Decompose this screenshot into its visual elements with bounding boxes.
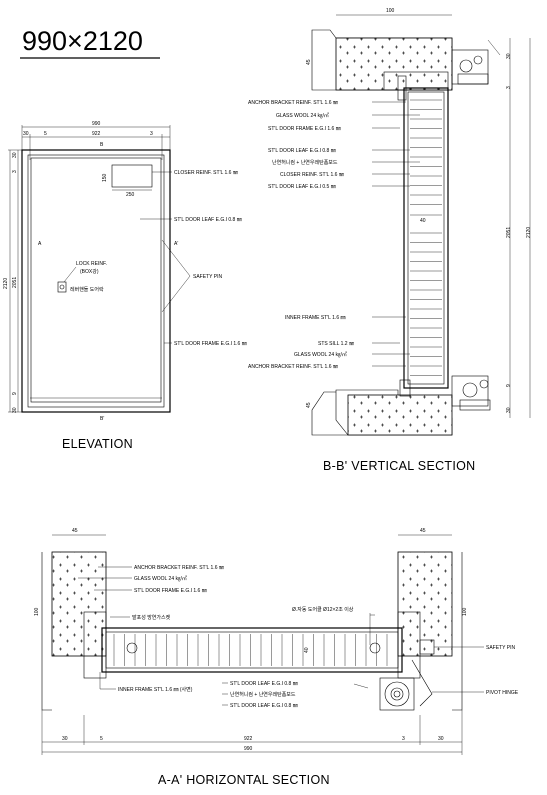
horiz-dim-45-right: 45 [420, 528, 426, 534]
horiz-dim-5: 5 [100, 736, 103, 742]
vert-label-top-0: ANCHOR BRACKET REINF. ST'L 1.6 ㎜ [248, 100, 338, 106]
elevation-caption: ELEVATION [62, 437, 133, 451]
elev-dim-3: 3 [150, 131, 153, 137]
elev-dim-30-top: 30 [12, 152, 18, 158]
elev-mark-b: B [100, 142, 104, 148]
vert-dim-2051: 2051 [506, 227, 512, 238]
horiz-dim-922: 922 [244, 736, 253, 742]
vert-label-top-2: ST'L DOOR FRAME E.G.I 1.6 ㎜ [268, 126, 341, 132]
vert-label-top-1: GLASS WOOL 24 ㎏/㎥ [276, 112, 329, 120]
horiz-dim-100-left: 100 [34, 607, 40, 616]
elev-dim-250: 250 [126, 192, 135, 198]
vert-dim-100: 100 [386, 8, 395, 14]
horiz-safety-pin-label: SAFETY PIN [486, 645, 515, 651]
horiz-label-mid-1: 난연허니컴 + 난연우레탄폼보드 [230, 691, 296, 698]
vert-label-bottom-0: INNER FRAME ST'L 1.6 ㎜ [285, 315, 346, 321]
elev-dim-30-bottom: 30 [12, 407, 18, 413]
vert-dim-2120: 2120 [526, 227, 532, 238]
elev-lock-label-2: (BOX강) [80, 268, 99, 275]
vert-label-top-4: 난연허니컴 + 난연우레탄폼보드 [272, 159, 338, 166]
horiz-dim-3: 3 [402, 736, 405, 742]
vert-label-top-5: CLOSER REINF. ST'L 1.6 ㎜ [280, 172, 344, 178]
vert-label-top-3: ST'L DOOR LEAF E.G.I 0.8 ㎜ [268, 148, 336, 154]
elev-mark-a-prime: A' [174, 241, 178, 247]
elev-mark-b-prime: B' [100, 416, 104, 422]
drawing-title: 990×2120 [22, 26, 143, 56]
elev-dim-30: 30 [23, 131, 29, 137]
horiz-gasket-label: 발포성 방연가스켓 [132, 614, 171, 621]
vert-label-top-6: ST'L DOOR LEAF E.G.I 0.5 ㎜ [268, 184, 336, 190]
vert-label-bottom-3: ANCHOR BRACKET REINF. ST'L 1.6 ㎜ [248, 364, 338, 370]
elev-dim-2120: 2120 [3, 278, 9, 289]
vert-label-bottom-2: GLASS WOOL 24 ㎏/㎥ [294, 351, 347, 359]
vert-label-bottom-1: STS SILL 1.2 ㎜ [318, 341, 354, 347]
elev-dim-9-bottom: 9 [12, 392, 18, 395]
elev-safety-pin-label: SAFETY PIN [193, 274, 222, 280]
vert-dim-30-bottom: 30 [506, 407, 512, 413]
horiz-label-left-2: ST'L DOOR FRAME E.G.I 1.6 ㎜ [134, 588, 207, 594]
elev-lever-label: 레버핸들 도어락 [70, 286, 104, 293]
horiz-dim-100-right: 100 [462, 607, 468, 616]
elevation-view: 990 30 5 922 3 2120 2051 30 3 9 30 150 2… [3, 121, 247, 451]
elev-lock-label: LOCK REINF. [76, 261, 107, 267]
horiz-dim-30-left: 30 [62, 736, 68, 742]
horiz-dim-40: 40 [304, 647, 310, 653]
elev-dim-3-top: 3 [12, 170, 18, 173]
horiz-label-left-1: GLASS WOOL 24 ㎏/㎥ [134, 575, 187, 583]
vert-dim-45-bottom: 45 [306, 402, 312, 408]
elev-dim-990: 990 [92, 121, 101, 127]
horiz-label-left-0: ANCHOR BRACKET REINF. ST'L 1.6 ㎜ [134, 565, 224, 571]
elev-leaf-label: ST'L DOOR LEAF E.G.I 0.8 ㎜ [174, 217, 242, 223]
horiz-hole-label: Ø.자동 도어클 Ø12×2조 이상 [292, 606, 354, 613]
horiz-dim-30-right: 30 [438, 736, 444, 742]
horiz-label-mid-0: ST'L DOOR LEAF E.G.I 0.8 ㎜ [230, 681, 298, 687]
horiz-dim-990: 990 [244, 746, 253, 752]
horiz-dim-45-left: 45 [72, 528, 78, 534]
elev-dim-150: 150 [102, 173, 108, 182]
vert-dim-9: 9 [506, 384, 512, 387]
vert-dim-40: 40 [420, 218, 426, 224]
horizontal-section-view: 45 45 100 100 40 [34, 528, 519, 787]
elev-dim-922: 922 [92, 131, 101, 137]
elev-dim-5: 5 [44, 131, 47, 137]
horiz-inner-frame-label: INNER FRAME ST'L 1.6 ㎜ (사면) [118, 686, 193, 693]
vert-dim-3-top: 3 [506, 86, 512, 89]
vertical-section-caption: B-B' VERTICAL SECTION [323, 459, 475, 473]
horizontal-section-caption: A-A' HORIZONTAL SECTION [158, 773, 330, 787]
horiz-label-mid-2: ST'L DOOR LEAF E.G.I 0.8 ㎜ [230, 703, 298, 709]
vert-dim-45-top: 45 [306, 59, 312, 65]
elev-frame-label: ST'L DOOR FRAME E.G.I 1.6 ㎜ [174, 341, 247, 347]
vert-dim-30-top: 30 [506, 53, 512, 59]
elev-dim-2051: 2051 [12, 277, 18, 288]
horiz-pivot-hinge-label: PIVOT HINGE [486, 690, 519, 696]
elev-closer-label: CLOSER REINF. ST'L 1.6 ㎜ [174, 170, 238, 176]
vertical-section-view: 100 2051 2120 30 3 45 9 30 45 40 [248, 8, 532, 473]
elev-mark-a: A [38, 241, 42, 247]
